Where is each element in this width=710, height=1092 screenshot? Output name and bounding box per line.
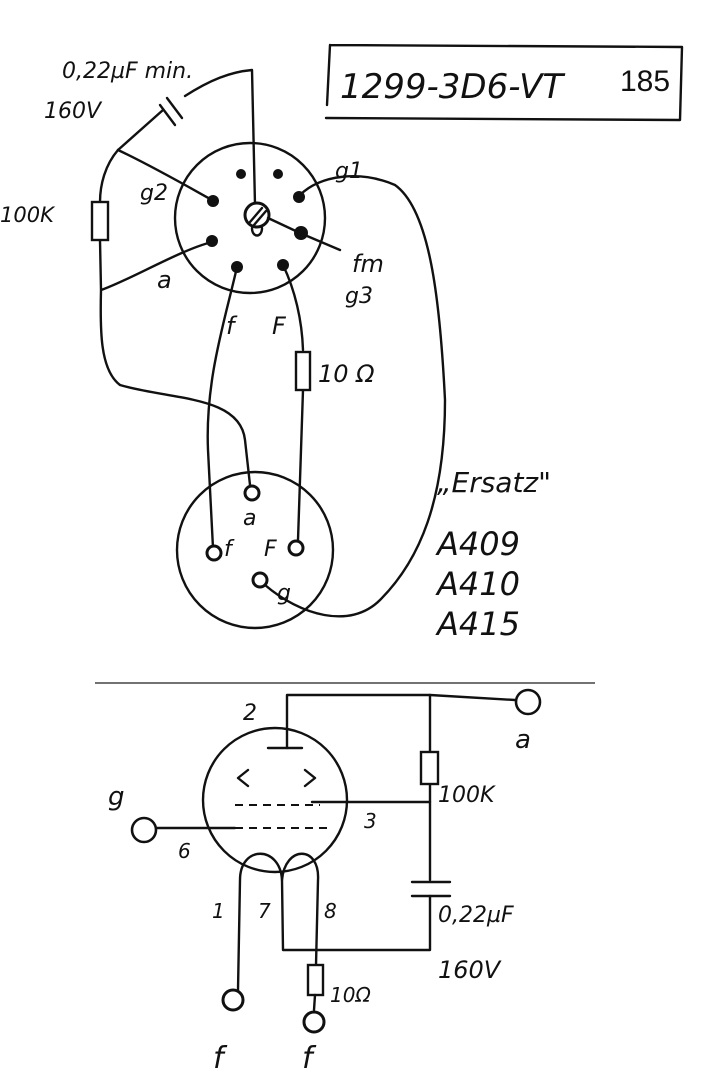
label-g1: g1 [335, 159, 363, 184]
adapter-pin-F [287, 539, 305, 557]
replacement-heading: „Ersatz" [437, 466, 551, 499]
resistor-10-label: 10Ω [330, 983, 371, 1007]
tube-schematic: 2 a g 6 3 1 7 8 100K 0,22µF 160V 10Ω f f [108, 688, 542, 1076]
g2-wire [116, 148, 214, 202]
label-terminal-g: g [108, 782, 125, 812]
replacement-tube: A409 [435, 525, 520, 563]
replacement-tube: A415 [435, 605, 520, 643]
resistor-100k-symbol [90, 200, 110, 242]
anode-wire [285, 693, 517, 750]
adapter-socket: a f F g [175, 470, 335, 630]
tube-envelope [201, 726, 349, 874]
terminal-a[interactable] [514, 688, 542, 716]
label-pin-1: 1 [212, 899, 225, 923]
socket-pin-g2 [207, 195, 219, 207]
g1-wire [263, 175, 447, 618]
capacitor-voltage-label: 160V [438, 956, 502, 984]
resistor-10-label: 10 Ω [318, 360, 375, 388]
filament [236, 852, 320, 992]
title-part-numbers: 1299-3D6-VT [340, 67, 565, 107]
capacitor-symbol [158, 96, 184, 127]
label-f: f [226, 312, 238, 340]
socket-wiring: 0,22µF min. 160V 100K g2 a g1 fm g3 [0, 59, 447, 618]
anode-wire [98, 148, 252, 487]
resistor-100k-symbol [419, 750, 440, 786]
octal-socket-outline [173, 141, 327, 295]
terminal-f-left[interactable] [221, 988, 245, 1012]
capacitor-wire [116, 68, 257, 207]
adapter-label-F: F [264, 537, 277, 562]
label-a: a [157, 266, 172, 294]
adapter-label-g: g [277, 581, 291, 606]
title-suffix: 185 [620, 65, 670, 98]
socket-pin [236, 169, 246, 179]
filament-f-wire [206, 265, 239, 550]
label-terminal-f-left: f [213, 1041, 228, 1076]
label-pin-7: 7 [258, 899, 271, 923]
adapter-label-f: f [224, 537, 235, 562]
capacitor-value-label: 0,22µF min. [62, 59, 193, 84]
cathode-marks [236, 768, 317, 788]
label-g2: g2 [140, 181, 168, 206]
socket-pin [273, 169, 283, 179]
label-terminal-a: a [515, 725, 531, 755]
resistor-10-symbol [294, 350, 312, 392]
adapter-pin-f [205, 544, 223, 562]
label-pin-8: 8 [324, 899, 337, 923]
replacement-list: „Ersatz" A409 A410 A415 [435, 466, 551, 643]
label-g3: g3 [345, 284, 373, 309]
label-fm: fm [352, 250, 384, 278]
terminal-g[interactable] [130, 816, 158, 844]
capacitor-voltage-label: 160V [44, 99, 103, 124]
resistor-100k-label: 100K [438, 783, 496, 808]
grid-lines [235, 804, 330, 829]
capacitor-wire [280, 878, 432, 952]
label-pin-2: 2 [243, 701, 257, 726]
capacitor-symbol [410, 880, 452, 898]
label-F: F [272, 312, 287, 340]
resistor-10-symbol [306, 963, 325, 997]
adapter-pin-a [243, 484, 261, 502]
title-box: 1299-3D6-VT 185 [324, 43, 684, 122]
terminal-f-right[interactable] [302, 1010, 326, 1034]
capacitor-value-label: 0,22µF [438, 903, 514, 928]
replacement-tube: A410 [435, 565, 520, 603]
label-pin-3: 3 [364, 809, 377, 833]
socket-pins [206, 169, 308, 273]
adapter-pin-g [251, 571, 269, 589]
filament-F-wire [281, 263, 305, 542]
resistor-100k-label: 100K [0, 203, 56, 227]
label-terminal-f-right: f [302, 1041, 317, 1076]
adapter-socket-outline [175, 470, 335, 630]
adapter-label-a: a [243, 506, 256, 531]
socket-pin-a [206, 235, 218, 247]
label-pin-6: 6 [178, 839, 191, 863]
fm-wire [266, 216, 342, 252]
